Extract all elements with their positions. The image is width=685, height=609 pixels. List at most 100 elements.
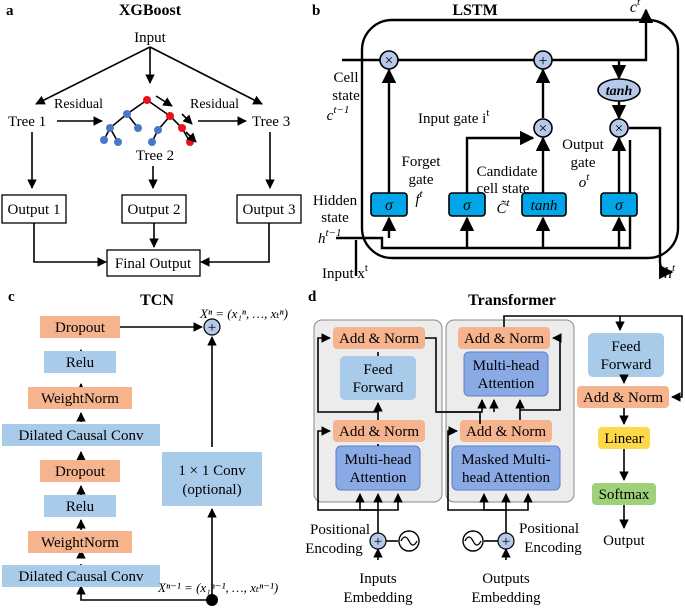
tcn-conv1x1-label-1: 1 × 1 Conv (178, 463, 246, 479)
dec-masked-label-1: Masked Multi- (461, 452, 551, 468)
enc-addnorm-bottom-label: Add & Norm (339, 424, 419, 440)
hidden-state-label-3: ht−1 (318, 227, 341, 247)
panel-b-letter: b (312, 3, 320, 19)
tree-node (154, 126, 162, 134)
cell-state-line (342, 8, 654, 62)
tcn-xn-output-label: Xⁿ = (x₁ⁿ, …, xₜⁿ) (199, 306, 288, 321)
h-output-line (629, 126, 674, 280)
softmax-label: Softmax (599, 487, 650, 503)
hidden-state-label-2: state (321, 210, 349, 226)
tcn-weightnorm-bottom-label: WeightNorm (41, 535, 119, 551)
output3-box (236, 194, 302, 224)
forget-sigma-label: σ (385, 197, 394, 214)
cell-add-op (533, 50, 553, 70)
output-gate-label-1: Output (562, 137, 605, 153)
tcn-weightnorm-bottom (28, 531, 132, 553)
enc-mha-label-1: Multi-head (345, 452, 412, 468)
dec-addnorm-bottom (460, 420, 552, 442)
output-gate-label-3: ot (579, 171, 591, 191)
tcn-dcc-bottom (2, 565, 160, 587)
cell-tanh-label: tanh (606, 84, 633, 99)
panel-a-letter: a (6, 3, 14, 19)
panel-d-title: Transformer (468, 292, 556, 309)
final-output-box (106, 249, 201, 277)
forget-gate-label-2: gate (409, 172, 434, 188)
tcn-relu-bottom (44, 495, 116, 517)
panel-c-letter: c (8, 289, 15, 305)
tcn-relu-top (44, 351, 116, 373)
enc-addnorm-top (333, 327, 425, 349)
candidate-label-1: Candidate (477, 164, 538, 180)
dec-multihead-attention (463, 351, 549, 397)
tcn-conv1x1-label-2: (optional) (182, 482, 241, 498)
tree1-label: Tree 1 (8, 114, 46, 130)
enc-ff-label-2: Forward (353, 380, 404, 396)
arrow-input-tree3 (149, 46, 263, 105)
tcn-dropout-top (40, 316, 120, 338)
input-sigma-label: σ (463, 197, 472, 214)
panel-b-lstm: b LSTM ct Cell state ct−1 σ σ tanh σ (312, 0, 680, 282)
candidate-label-3: C̃t (496, 197, 510, 217)
panel-d-transformer: d Transformer Add & Norm Feed Forward Ad… (305, 289, 683, 606)
input-to-multiply (465, 130, 535, 193)
panel-b-title: LSTM (452, 2, 497, 19)
enc-feed-forward (340, 356, 416, 400)
cell-state-label-1: Cell (334, 70, 359, 86)
arrow-input-tree1 (35, 46, 151, 105)
tcn-dcc-top-label: Dilated Causal Conv (19, 428, 144, 444)
enc-pos-label-2: Encoding (305, 541, 363, 557)
tree-node (100, 136, 108, 144)
dec-addnorm-top (458, 327, 550, 349)
enc-addnorm-bottom (333, 420, 425, 442)
output-label: Output (603, 533, 646, 549)
h-output-label: ht (664, 262, 676, 282)
inputs-emb-label-2: Embedding (343, 590, 413, 606)
tcn-weightnorm-top-label: WeightNorm (41, 391, 119, 407)
out-addnorm-label: Add & Norm (583, 390, 663, 406)
lstm-cell-boundary (360, 18, 680, 260)
tree-node (178, 124, 186, 132)
output3-label: Output 3 (243, 202, 296, 218)
tcn-relu-bottom-label: Relu (66, 499, 95, 515)
tcn-dcc-bottom-label: Dilated Causal Conv (19, 569, 144, 585)
final-output-label: Final Output (115, 256, 192, 272)
outputs-emb-label-2: Embedding (471, 590, 541, 606)
dec-residual-2 (520, 333, 562, 411)
input-x-label: Input xt (322, 262, 368, 282)
input-multiply-sign: × (539, 121, 547, 137)
enc-to-dec-kv (436, 399, 487, 413)
cell-state-label-2: state (332, 88, 360, 104)
out-feed-forward (588, 333, 664, 377)
outputs-emb-label-1: Outputs (482, 571, 530, 587)
softmax-box (592, 483, 656, 505)
dec-to-ff (503, 315, 625, 331)
tcn-add-op (203, 318, 221, 336)
panel-c-title: TCN (140, 292, 174, 309)
tcn-input-node (206, 594, 218, 606)
dec-masked-label-2: head Attention (462, 470, 550, 486)
forget-multiply-op (379, 50, 399, 70)
out-ff-label-2: Forward (601, 357, 652, 373)
panel-a-title: XGBoost (119, 2, 182, 19)
candidate-label-2: cell state (477, 181, 530, 197)
out-addnorm (577, 386, 669, 408)
enc-residual-2 (317, 333, 378, 413)
residual2-label: Residual (190, 97, 239, 112)
forget-gate-label-3: ft (415, 188, 423, 208)
tree-node (114, 138, 122, 146)
output-gate-label-2: gate (571, 155, 596, 171)
enc-ff-label-1: Feed (363, 362, 393, 378)
dec-masked-attention (451, 445, 561, 491)
linear-box (598, 427, 650, 449)
dec-mha-label-1: Multi-head (473, 358, 540, 374)
tree2-label: Tree 2 (136, 148, 174, 164)
ff-residual (620, 315, 683, 402)
tcn-xn-input-label: Xⁿ⁻¹ = (x₁ⁿ⁻¹, …, xₜⁿ⁻¹) (157, 580, 278, 595)
arrow-output3-final (200, 223, 270, 267)
enc-mha-label-2: Attention (350, 470, 407, 486)
output2-box (121, 194, 187, 224)
cell-add-sign: + (538, 53, 547, 70)
dec-residual-1 (447, 426, 506, 511)
panel-c-tcn: c TCN Dropout Relu WeightNorm Dilated Ca… (2, 289, 288, 606)
output2-label: Output 2 (128, 202, 181, 218)
